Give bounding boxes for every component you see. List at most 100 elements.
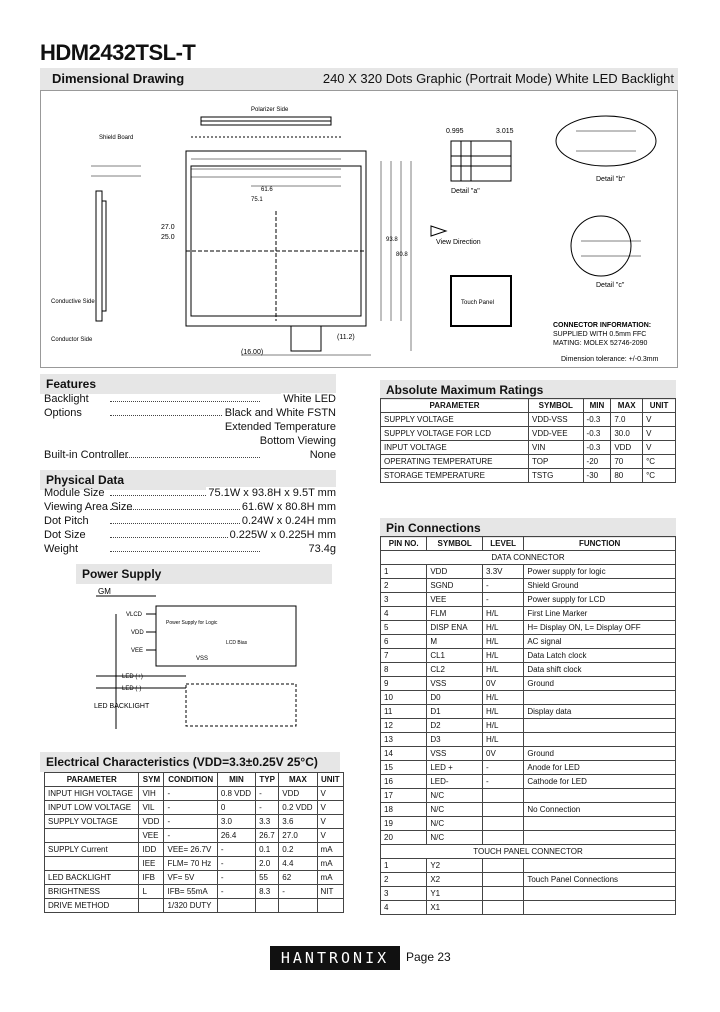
pin-cell: H/L: [482, 718, 525, 733]
feature-leader: [110, 401, 260, 402]
elec-cell: -: [255, 786, 280, 801]
pin-cell: 4: [379, 606, 428, 621]
pin-cell: 1: [379, 858, 428, 873]
pin-cell: D0: [426, 690, 484, 705]
physical-value: 61.6W x 80.8H mm: [239, 501, 336, 513]
pin-cell: [482, 872, 525, 887]
abs-cell: TSTG: [528, 468, 584, 483]
elec-cell: 0: [216, 800, 257, 815]
pin-cell: H/L: [482, 704, 525, 719]
pin-cell: H/L: [482, 606, 525, 621]
abs-cell: -0.3: [582, 426, 612, 441]
abs-cell: V: [642, 440, 676, 455]
elec-header-cell: MIN: [216, 772, 257, 787]
pin-cell: [523, 690, 676, 705]
product-description: 240 X 320 Dots Graphic (Portrait Mode) W…: [322, 71, 674, 86]
pin-cell: H/L: [482, 732, 525, 747]
pin-cell: AC signal: [523, 634, 676, 649]
elec-cell: IEE: [138, 856, 165, 871]
elec-cell: 3.0: [216, 814, 257, 829]
abs-cell: SUPPLY VOLTAGE FOR LCD: [380, 426, 529, 441]
elec-cell: -: [163, 814, 218, 829]
pin-cell: [482, 886, 525, 901]
elec-cell: DRIVE METHOD: [43, 898, 140, 913]
elec-cell: V: [316, 786, 345, 801]
pin-cell: VSS: [426, 676, 484, 691]
pin-cell: SGND: [426, 578, 484, 593]
ps-label-vdd: VDD: [131, 630, 144, 636]
elec-cell: VDD: [138, 814, 165, 829]
abs-header-cell: SYMBOL: [528, 398, 584, 413]
elec-cell: [138, 898, 165, 913]
pin-cell: -: [482, 578, 525, 593]
abs-cell: 30.0: [610, 426, 644, 441]
physical-value: 73.4g: [306, 543, 336, 555]
pin-cell: H/L: [482, 648, 525, 663]
elec-cell: -: [216, 870, 257, 885]
elec-cell: 0.1: [255, 842, 280, 857]
elec-cell: -: [216, 842, 257, 857]
dimensional-drawing-heading: Dimensional Drawing: [52, 71, 185, 86]
elec-cell: 8.3: [255, 884, 280, 899]
ps-label-logic: Power Supply for Logic: [166, 620, 218, 626]
elec-cell: V: [316, 814, 345, 829]
pin-cell: N/C: [426, 816, 484, 831]
pin-cell: 11: [379, 704, 428, 719]
elec-cell: VDD: [278, 786, 318, 801]
pin-cell: 6: [379, 634, 428, 649]
abs-cell: 7.0: [610, 412, 644, 427]
elec-header-cell: MAX: [278, 772, 318, 787]
elec-cell: 3.3: [255, 814, 280, 829]
electrical-heading: Electrical Characteristics (VDD=3.3±0.25…: [40, 752, 340, 772]
dim-16: (16.00): [241, 349, 263, 356]
pin-cell: VSS: [426, 746, 484, 761]
pin-cell: Display data: [523, 704, 676, 719]
drawing-label-detail-b: Detail "b": [596, 176, 625, 183]
pin-cell: Cathode for LED: [523, 774, 676, 789]
abs-header-cell: MIN: [582, 398, 612, 413]
elec-cell: [43, 828, 140, 843]
elec-cell: 2.0: [255, 856, 280, 871]
dim-3015: 3.015: [496, 128, 514, 135]
abs-cell: -20: [582, 454, 612, 469]
power-supply-svg: GM VLCD VDD VEE LED (+) LED (-) LED BACK…: [94, 587, 297, 729]
abs-cell: OPERATING TEMPERATURE: [380, 454, 529, 469]
abs-cell: VDD-VSS: [528, 412, 584, 427]
elec-cell: -: [255, 800, 280, 815]
drawing-label-view: View Direction: [436, 239, 481, 246]
elec-cell: 26.4: [216, 828, 257, 843]
elec-cell: 4.4: [278, 856, 318, 871]
pin-cell: Ground: [523, 746, 676, 761]
feature-leader: [110, 457, 260, 458]
elec-cell: 3.6: [278, 814, 318, 829]
abs-cell: °C: [642, 454, 676, 469]
pin-cell: Ground: [523, 676, 676, 691]
dim-11: (11.2): [337, 334, 355, 341]
pin-cell: -: [482, 760, 525, 775]
pin-cell: D2: [426, 718, 484, 733]
pin-cell: 5: [379, 620, 428, 635]
physical-label: Dot Size: [44, 529, 86, 541]
elec-cell: -: [216, 884, 257, 899]
pin-header-cell: PIN NO.: [379, 536, 428, 551]
pin-cell: N/C: [426, 802, 484, 817]
pin-cell: N/C: [426, 830, 484, 845]
elec-header-cell: TYP: [255, 772, 280, 787]
